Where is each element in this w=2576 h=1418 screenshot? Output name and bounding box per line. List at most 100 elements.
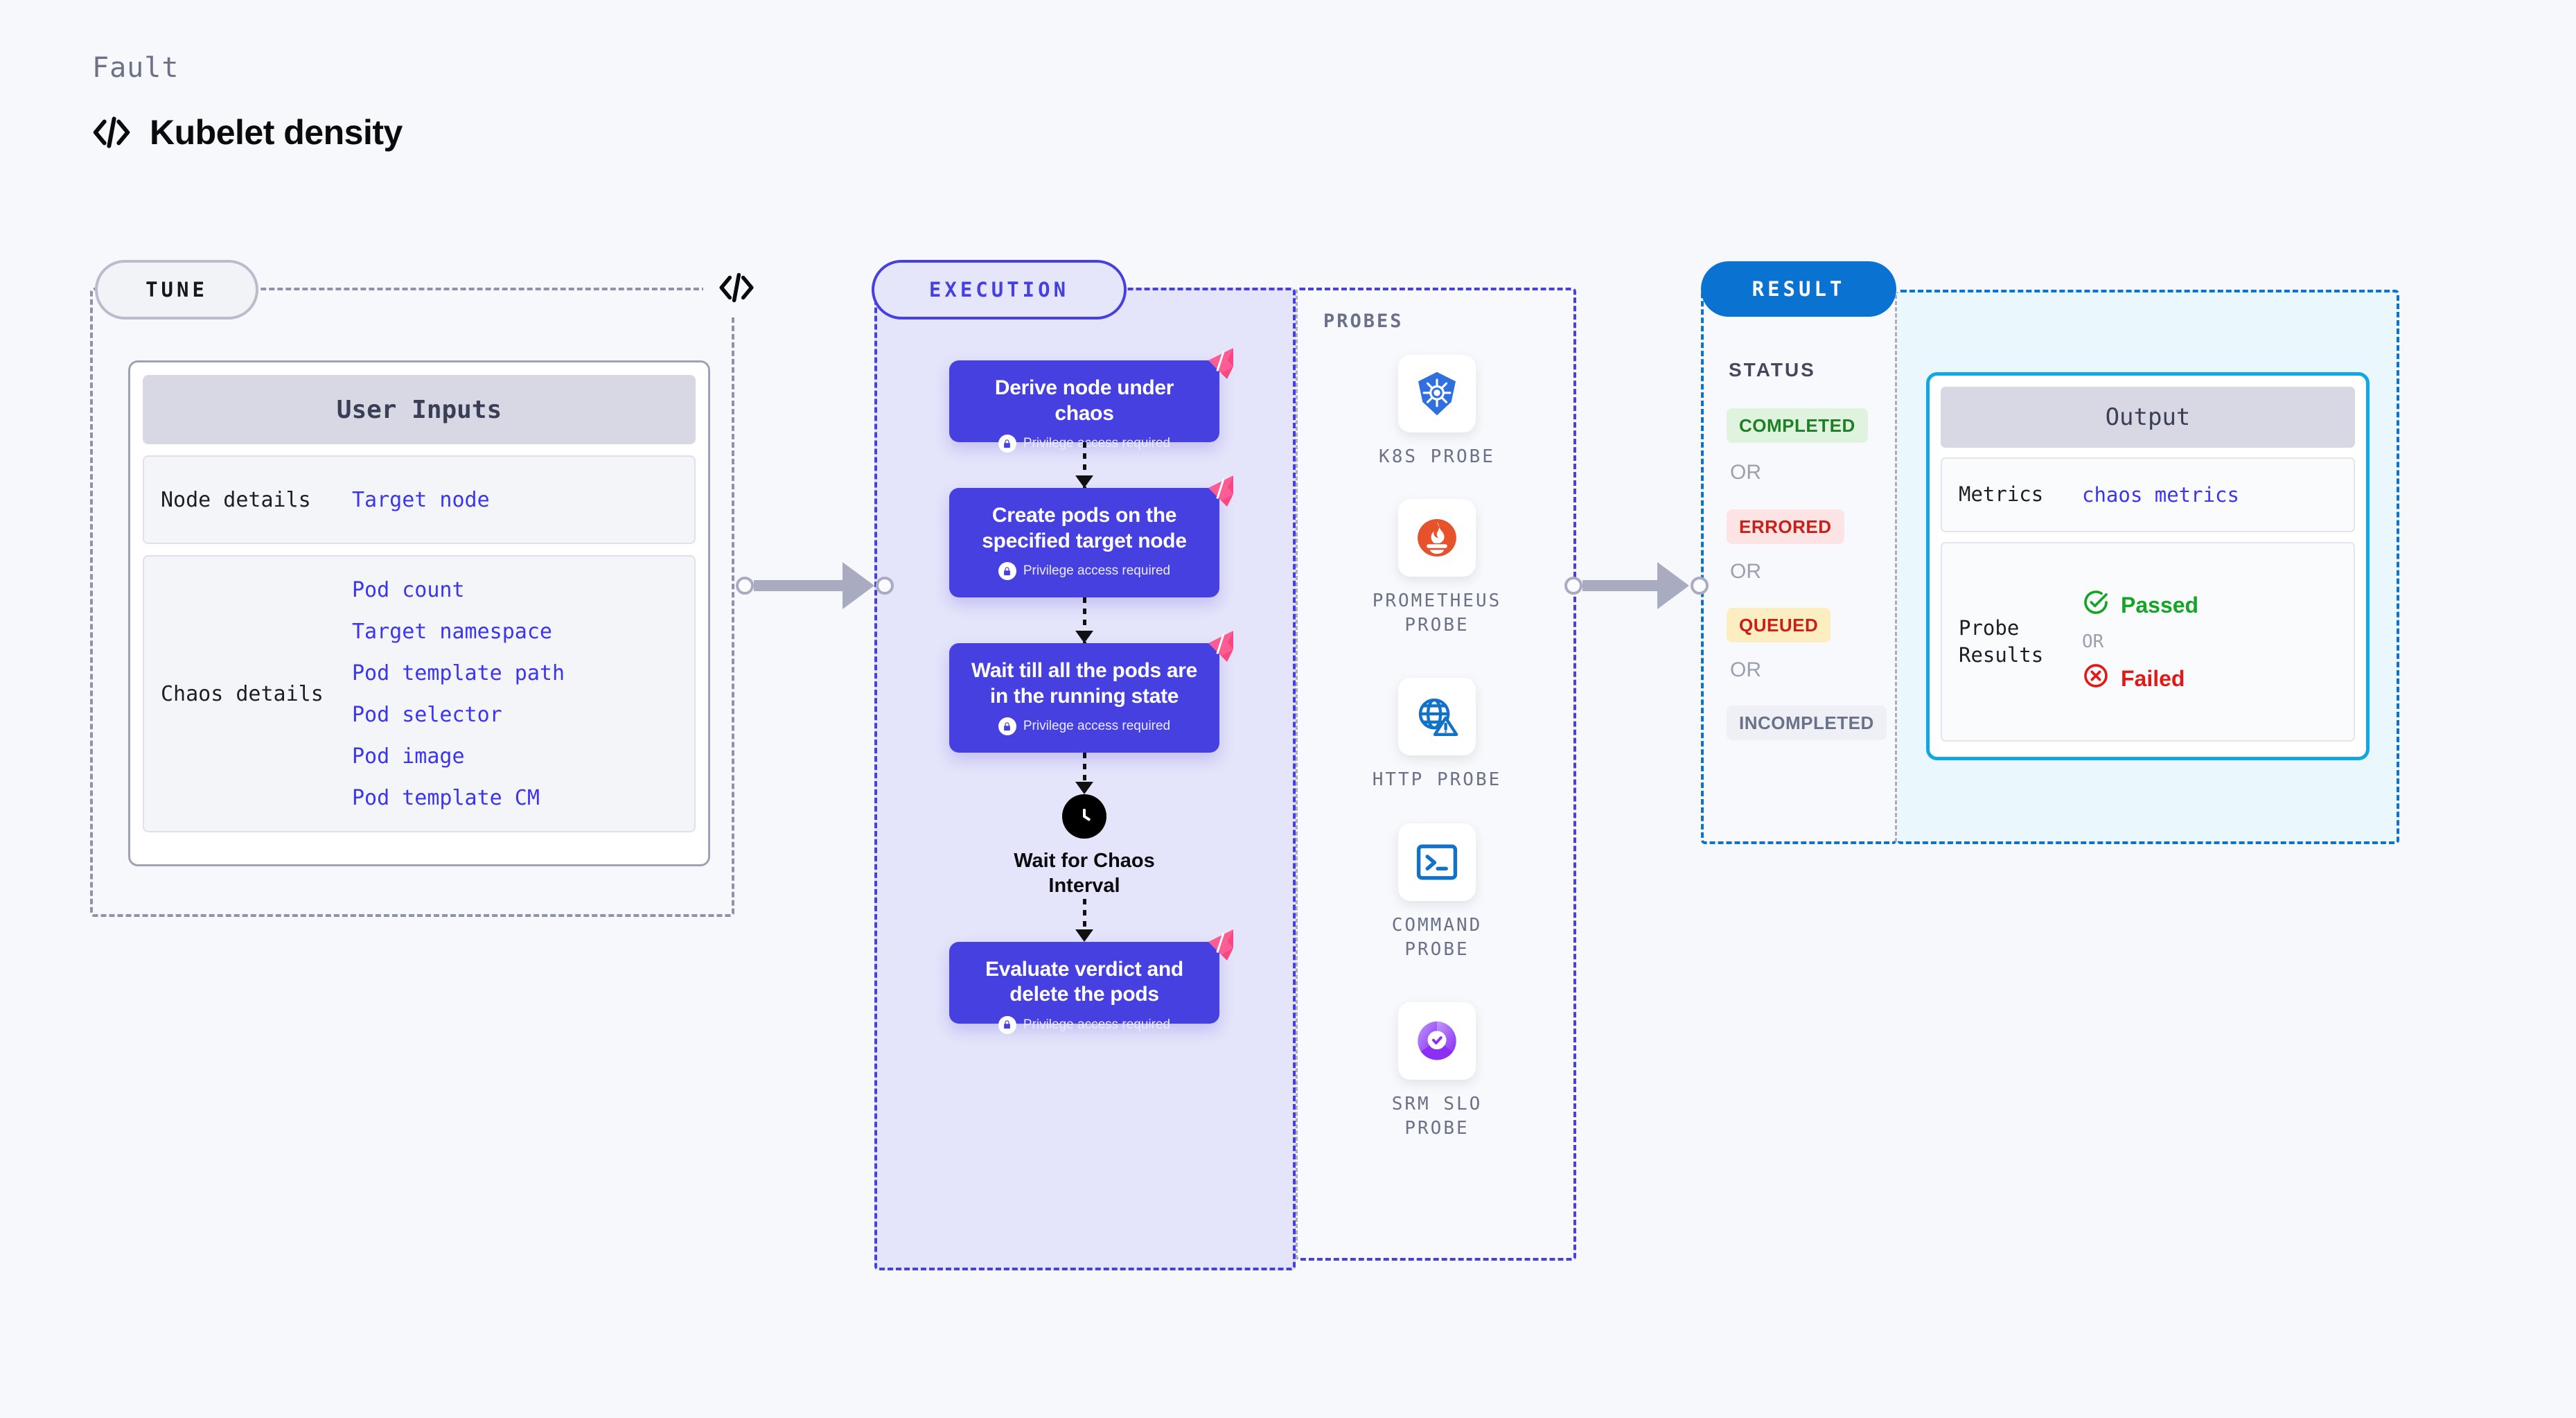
section-label-result[interactable]: RESULT (1701, 261, 1896, 317)
execution-step[interactable]: Derive node under chaos Privilege access… (949, 348, 1233, 453)
execution-step-note: Privilege access required (1023, 563, 1171, 579)
page-title-row: Kubelet density (90, 111, 403, 154)
input-value[interactable]: Target namespace (352, 619, 552, 644)
probe-k8s[interactable]: K8S PROBE (1357, 355, 1517, 469)
output-row-probe-results: Probe Results Passed OR (1941, 542, 2355, 742)
page-eyebrow: Fault (92, 52, 179, 84)
input-value[interactable]: Pod selector (352, 702, 502, 727)
input-group-values: Pod count Target namespace Pod template … (352, 578, 565, 810)
flow-arrow (949, 442, 1219, 488)
probe-label: PROMETHEUS PROBE (1372, 590, 1502, 636)
flow-arrow-line (1082, 597, 1086, 643)
wait-for-chaos-interval-node: Wait for Chaos Interval (949, 794, 1219, 899)
input-value[interactable]: Pod template CM (352, 785, 540, 810)
probe-command[interactable]: COMMAND PROBE (1357, 823, 1517, 962)
lock-icon (998, 1015, 1016, 1034)
connector-arrowhead (843, 562, 874, 609)
connector-execution-to-result (1564, 561, 1709, 610)
result-section-frame (1701, 290, 1897, 844)
probe-label: HTTP PROBE (1372, 769, 1502, 790)
execution-flow: Derive node under chaos Privilege access… (949, 348, 1233, 1034)
connector-tune-to-execution (736, 561, 894, 610)
execution-step-title: Create pods on the specified target node (982, 504, 1187, 552)
harness-logo-icon (1193, 345, 1235, 387)
flow-arrow-line (1082, 898, 1086, 942)
http-globe-icon (1398, 678, 1476, 755)
flow-arrow (949, 898, 1219, 942)
probe-label: COMMAND PROBE (1391, 915, 1483, 961)
check-circle-icon (2082, 588, 2110, 622)
execution-step-note-row: Privilege access required (967, 717, 1201, 736)
terminal-icon (1398, 823, 1476, 901)
input-value[interactable]: Pod count (352, 577, 465, 602)
flow-arrow-tip (1075, 475, 1093, 488)
connector-dot (736, 577, 754, 595)
status-or-label: OR (1730, 658, 1761, 681)
page-title: Kubelet density (150, 113, 403, 152)
harness-logo-icon (1193, 927, 1235, 968)
verdict-failed-label: Failed (2121, 665, 2185, 691)
input-group-label: Chaos details (161, 681, 324, 706)
verdict-passed: Passed (2082, 588, 2198, 622)
probe-http[interactable]: HTTP PROBE (1357, 678, 1517, 792)
section-label-tune[interactable]: TUNE (95, 260, 258, 320)
input-value[interactable]: Target node (352, 487, 490, 512)
output-title: Output (1941, 387, 2355, 448)
connector-dot (1691, 577, 1709, 595)
code-icon-tune (703, 258, 770, 317)
harness-logo-icon (1193, 628, 1235, 669)
execution-step-note: Privilege access required (1023, 719, 1171, 734)
probes-section-frame (1296, 288, 1576, 1261)
probe-verdicts: Passed OR Failed (2082, 588, 2198, 695)
flow-arrow (949, 753, 1219, 794)
input-group-node-details: Node details Target node (143, 455, 696, 544)
section-label-execution[interactable]: EXECUTION (872, 260, 1127, 320)
execution-step[interactable]: Create pods on the specified target node… (949, 475, 1233, 597)
probe-srm-slo[interactable]: SRM SLO PROBE (1357, 1002, 1517, 1141)
execution-step-note-row: Privilege access required (967, 1015, 1201, 1034)
status-badge-incompleted: INCOMPLETED (1727, 706, 1887, 740)
input-group-chaos-details: Chaos details Pod count Target namespace… (143, 555, 696, 832)
connector-arrowhead (1657, 562, 1689, 609)
connector-dot (1564, 577, 1582, 595)
input-value[interactable]: Pod template path (352, 660, 565, 685)
input-value[interactable]: Pod image (352, 744, 465, 769)
kubernetes-icon (1398, 355, 1476, 432)
lock-icon (998, 435, 1016, 453)
execution-step-note-row: Privilege access required (967, 435, 1201, 453)
connector-line (754, 580, 844, 591)
connector-dot (876, 577, 894, 595)
execution-step[interactable]: Evaluate verdict and delete the pods Pri… (949, 929, 1233, 1034)
lock-icon (998, 562, 1016, 581)
execution-step-title: Evaluate verdict and delete the pods (985, 957, 1183, 1006)
status-or-label: OR (1730, 560, 1761, 583)
flow-arrow-line (1082, 442, 1086, 488)
probe-label: SRM SLO PROBE (1391, 1094, 1483, 1139)
harness-logo-icon (1193, 473, 1235, 514)
wait-node-label: Wait for Chaos Interval (1014, 850, 1155, 898)
status-badge-errored: ERRORED (1727, 509, 1844, 544)
execution-step-title: Derive node under chaos (994, 376, 1174, 425)
input-group-label: Node details (161, 487, 311, 512)
user-inputs-card: User Inputs Node details Target node Cha… (128, 360, 710, 866)
lock-icon (998, 717, 1016, 736)
clock-icon (1062, 794, 1106, 839)
output-metrics-value[interactable]: chaos metrics (2082, 483, 2239, 507)
input-group-values: Target node (352, 488, 490, 512)
status-title: STATUS (1729, 359, 1816, 380)
prometheus-icon (1398, 499, 1476, 577)
execution-step-note: Privilege access required (1023, 436, 1171, 451)
execution-step-title: Wait till all the pods are in the runnin… (971, 659, 1198, 708)
tune-section-frame (90, 288, 734, 917)
flow-arrow (949, 597, 1219, 643)
execution-step[interactable]: Wait till all the pods are in the runnin… (949, 631, 1233, 753)
flow-arrow-tip (1075, 929, 1093, 942)
probe-prometheus[interactable]: PROMETHEUS PROBE (1357, 499, 1517, 638)
execution-step-note: Privilege access required (1023, 1017, 1171, 1032)
probes-title: PROBES (1323, 310, 1404, 332)
srm-slo-icon (1398, 1002, 1476, 1080)
verdict-passed-label: Passed (2121, 592, 2199, 618)
probe-label: K8S PROBE (1379, 446, 1495, 467)
output-row-label: Metrics (1959, 482, 2044, 507)
x-circle-icon (2082, 662, 2110, 695)
